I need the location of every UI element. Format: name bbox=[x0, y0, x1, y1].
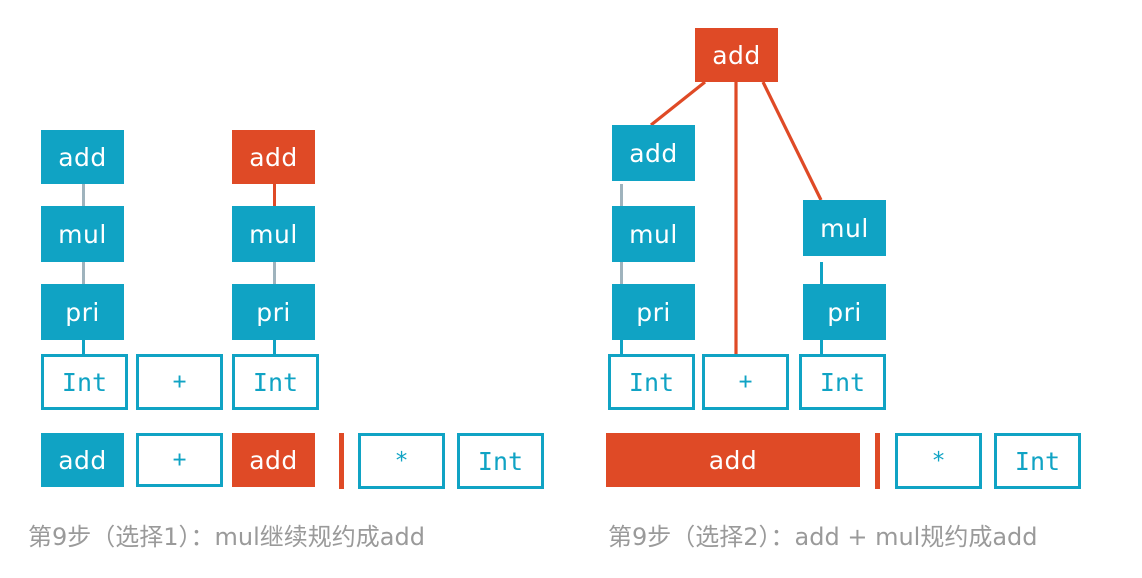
node-mul[interactable]: mul bbox=[232, 206, 315, 262]
stack-item-label: + bbox=[172, 446, 187, 473]
node-pri[interactable]: pri bbox=[41, 284, 124, 340]
node-add-highlight[interactable]: add bbox=[232, 130, 315, 184]
node-label: Int bbox=[61, 367, 108, 397]
panel-option-1: add mul pri Int + add mul pri Int add bbox=[28, 130, 544, 551]
edge-pri-int-right3 bbox=[820, 340, 823, 362]
node-pri[interactable]: pri bbox=[232, 284, 315, 340]
node-int[interactable]: Int bbox=[799, 354, 886, 410]
node-label: pri bbox=[636, 297, 671, 327]
stack-item-label: add bbox=[58, 445, 107, 475]
node-label: Int bbox=[252, 367, 299, 397]
node-label: add bbox=[712, 40, 761, 70]
node-label: mul bbox=[249, 219, 298, 249]
panel-caption: 第9步（选择1）：mul继续规约成add bbox=[28, 523, 425, 551]
node-int[interactable]: Int bbox=[608, 354, 695, 410]
stack-item-int[interactable]: Int bbox=[457, 433, 544, 489]
stack-item-int[interactable]: Int bbox=[994, 433, 1081, 489]
stack-item-label: add bbox=[249, 445, 298, 475]
node-mul[interactable]: mul bbox=[803, 200, 886, 256]
node-label: pri bbox=[65, 297, 100, 327]
stack-item-label: Int bbox=[477, 446, 524, 476]
edge-pri-int-left1 bbox=[82, 340, 85, 362]
node-pri[interactable]: pri bbox=[612, 284, 695, 340]
node-label: mul bbox=[820, 213, 869, 243]
node-label: + bbox=[172, 368, 187, 395]
panel-caption: 第9步（选择2）：add + mul规约成add bbox=[608, 523, 1038, 551]
stack-item-add-highlight[interactable]: add bbox=[232, 433, 315, 487]
stack-item-add-wide-highlight[interactable]: add bbox=[606, 433, 860, 487]
stack-cursor-separator bbox=[339, 433, 344, 489]
node-plus[interactable]: + bbox=[702, 354, 789, 410]
node-label: pri bbox=[827, 297, 862, 327]
node-label: add bbox=[58, 142, 107, 172]
node-label: Int bbox=[819, 367, 866, 397]
node-pri[interactable]: pri bbox=[803, 284, 886, 340]
node-label: + bbox=[738, 368, 753, 395]
stack-item-asterisk[interactable]: * bbox=[358, 433, 445, 489]
edge-root-to-mul bbox=[761, 81, 823, 201]
node-label: pri bbox=[256, 297, 291, 327]
stack-item-label: add bbox=[708, 445, 758, 475]
node-plus[interactable]: + bbox=[136, 354, 223, 410]
panel-option-2: add add mul pri Int + mul pri Int bbox=[571, 0, 1142, 578]
node-label: Int bbox=[628, 367, 675, 397]
node-int[interactable]: Int bbox=[41, 354, 128, 410]
node-label: add bbox=[249, 142, 298, 172]
node-root-add-highlight[interactable]: add bbox=[695, 28, 778, 82]
node-mul[interactable]: mul bbox=[41, 206, 124, 262]
edge-root-to-add bbox=[650, 80, 706, 127]
edge-pri-int-right1 bbox=[620, 340, 623, 362]
node-mul[interactable]: mul bbox=[612, 206, 695, 262]
node-label: mul bbox=[629, 219, 678, 249]
node-add[interactable]: add bbox=[612, 125, 695, 181]
node-int[interactable]: Int bbox=[232, 354, 319, 410]
node-label: mul bbox=[58, 219, 107, 249]
stack-item-label: * bbox=[394, 447, 409, 474]
stack-item-add[interactable]: add bbox=[41, 433, 124, 487]
node-label: add bbox=[629, 138, 678, 168]
stack-item-label: Int bbox=[1014, 446, 1061, 476]
stack-item-label: * bbox=[931, 447, 946, 474]
edge-pri-int-left3 bbox=[273, 340, 276, 362]
node-add[interactable]: add bbox=[41, 130, 124, 184]
stack-cursor-separator bbox=[875, 433, 880, 489]
stack-item-plus[interactable]: + bbox=[136, 433, 223, 487]
stack-item-asterisk[interactable]: * bbox=[895, 433, 982, 489]
